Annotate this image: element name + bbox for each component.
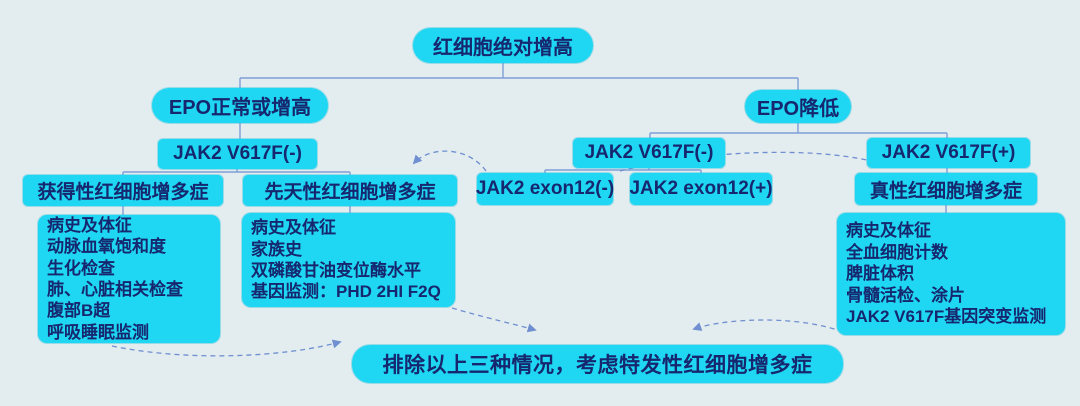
node-congenital-erythrocytosis: 先天性红细胞增多症 <box>243 175 457 206</box>
node-epo-low: EPO降低 <box>745 90 851 123</box>
workup-line: 生化检查 <box>47 258 115 278</box>
congenital-workup-list: 病史及体征 家族史 双磷酸甘油变位酶水平 基因监测：PHD 2HI F2Q <box>242 213 455 307</box>
node-jak2-v617f-positive: JAK2 V617F(+) <box>867 138 1030 168</box>
node-conclusion: 排除以上三种情况，考虑特发性红细胞增多症 <box>352 345 843 383</box>
workup-line: 肺、心脏相关检查 <box>47 280 183 299</box>
workup-line: 病史及体征 <box>251 218 336 238</box>
workup-line: JAK2 V617F基因突变监测 <box>846 307 1047 327</box>
node-jak2-v617f-negative-left: JAK2 V617F(-) <box>158 139 317 169</box>
dashed-arrow-pv-to-conclusion <box>692 319 844 333</box>
workup-line: 基因监测：PHD 2HI F2Q <box>251 282 441 302</box>
node-jak2-exon12-negative: JAK2 exon12(-) <box>476 173 614 205</box>
workup-line: 脾脏体积 <box>846 264 914 284</box>
node-jak2-v617f-negative-right: JAK2 V617F(-) <box>573 138 725 168</box>
workup-line: 全血细胞计数 <box>846 242 948 262</box>
workup-line: 病史及体征 <box>846 221 931 241</box>
workup-line: 动脉血氧饱和度 <box>47 237 166 257</box>
workup-line: 腹部B超 <box>47 301 111 321</box>
dashed-arrow-acquired-to-conclusion <box>111 339 342 357</box>
workup-line: 家族史 <box>251 239 302 259</box>
dashed-arrow-congenital-to-conclusion <box>451 307 537 333</box>
node-jak2-exon12-positive: JAK2 exon12(+) <box>629 173 773 205</box>
node-polycythemia-vera: 真性红细胞增多症 <box>855 173 1037 205</box>
workup-line: 病史及体征 <box>47 215 132 235</box>
node-epo-normal-or-high: EPO正常或增高 <box>152 88 328 123</box>
workup-line: 骨髓活检、涂片 <box>846 285 965 305</box>
node-acquired-erythrocytosis: 获得性红细胞增多症 <box>23 175 223 206</box>
dashed-arrow-exon12neg-to-congenital <box>412 150 487 172</box>
workup-line: 呼吸睡眠监测 <box>47 322 149 342</box>
pv-workup-list: 病史及体征 全血细胞计数 脾脏体积 骨髓活检、涂片 JAK2 V617F基因突变… <box>837 213 1065 335</box>
acquired-workup-list: 病史及体征 动脉血氧饱和度 生化检查 肺、心脏相关检查 腹部B超 呼吸睡眠监测 <box>38 215 220 343</box>
node-root: 红细胞绝对增高 <box>413 28 593 63</box>
workup-line: 双磷酸甘油变位酶水平 <box>251 261 421 280</box>
